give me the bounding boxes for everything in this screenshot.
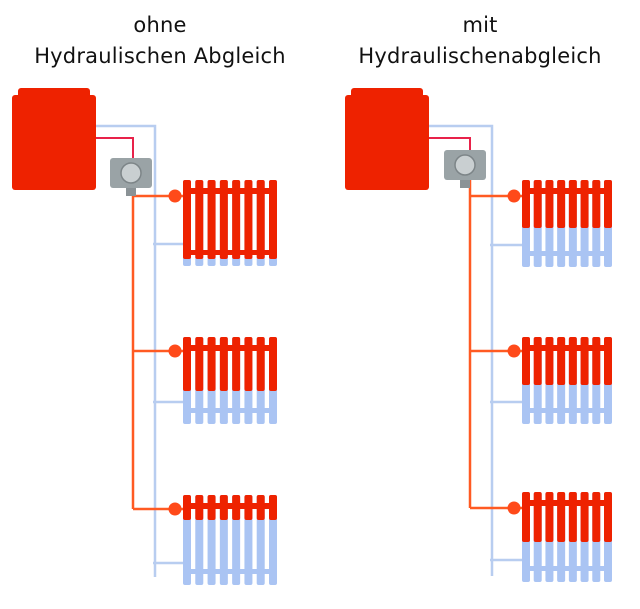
right-radiator-3-fin-hot [522, 492, 530, 542]
right-radiator-3-fin-hot [568, 492, 577, 542]
right-radiator-3 [507, 492, 612, 582]
left-radiator-3-valve [168, 502, 182, 516]
right-pump-icon [454, 154, 476, 176]
right-radiator-3-footer [522, 566, 612, 571]
left-pump-outlet [126, 188, 136, 196]
right-radiator-3-fin-hot [580, 492, 589, 542]
left-radiator-1-fin-hot [195, 180, 204, 259]
left-radiator-3-header [183, 503, 277, 509]
left-title-line2: Hydraulischen Abgleich [34, 44, 286, 68]
left-title: ohne Hydraulischen Abgleich [0, 10, 320, 72]
right-radiator-2-fin-hot [592, 337, 601, 385]
left-radiator-1-fin-hot [232, 180, 241, 259]
right-radiator-3-fin-hot [545, 492, 554, 542]
right-radiator-2-fin-hot [533, 337, 542, 385]
left-radiator-1-valve [168, 189, 182, 203]
left-radiator-2 [168, 337, 277, 424]
right-title-line1: mit [462, 13, 498, 37]
left-radiator-1-fin-hot [183, 180, 191, 259]
right-boiler-outlet-pipe [429, 137, 471, 150]
right-radiator-2-valve [507, 344, 521, 358]
right-radiator-3-fin-hot [604, 492, 612, 542]
right-radiator-2-fin-hot [604, 337, 612, 385]
right-radiator-1-fin-hot [568, 180, 577, 228]
right-radiator-1-fin-hot [522, 180, 530, 228]
right-return-pipe [429, 124, 494, 576]
right-radiator-1-fin-hot [545, 180, 554, 228]
right-radiator-3-valve [507, 501, 521, 515]
left-radiator-1-fin-hot [269, 180, 277, 259]
right-radiator-1-fin-hot [592, 180, 601, 228]
left-radiator-2-header [183, 345, 277, 351]
right-radiator-1-fin-hot [580, 180, 589, 228]
left-boiler [12, 95, 96, 190]
left-circuit [12, 88, 277, 585]
left-radiator-1-header [183, 188, 277, 194]
left-radiator-1-fin-hot [244, 180, 253, 259]
left-radiator-1-footer [183, 250, 277, 255]
left-radiator-1-fin-hot [219, 180, 228, 259]
left-pump-icon [120, 162, 142, 184]
right-radiator-3-fin-hot [592, 492, 601, 542]
right-radiator-2-header [522, 345, 612, 351]
left-title-line1: ohne [133, 13, 187, 37]
right-radiator-2-fin-hot [545, 337, 554, 385]
right-radiator-3-fin-hot [557, 492, 566, 542]
right-radiator-2-footer [522, 408, 612, 413]
right-title-line2: Hydraulischenabgleich [358, 44, 602, 68]
left-radiator-3-footer [183, 569, 277, 574]
right-circuit [345, 88, 612, 582]
left-radiator-3 [168, 495, 277, 585]
right-radiator-1-header [522, 188, 612, 194]
right-title: mit Hydraulischenabgleich [320, 10, 640, 72]
right-radiator-2-fin-hot [522, 337, 530, 385]
right-radiator-1 [507, 180, 612, 267]
left-radiator-1-fin-hot [256, 180, 265, 259]
right-pump-outlet [460, 180, 470, 188]
left-radiator-2-footer [183, 408, 277, 413]
right-radiator-2-fin-hot [557, 337, 566, 385]
right-radiator-2-fin-hot [580, 337, 589, 385]
left-return-pipe [96, 124, 157, 577]
right-boiler [345, 95, 429, 190]
right-radiator-1-footer [522, 251, 612, 256]
right-radiator-2 [507, 337, 612, 424]
right-radiator-3-fin-hot [533, 492, 542, 542]
right-radiator-3-header [522, 500, 612, 506]
right-radiator-1-fin-hot [557, 180, 566, 228]
left-radiator-1 [168, 180, 277, 266]
left-radiator-1-fin-hot [207, 180, 216, 259]
left-boiler-outlet-pipe [96, 137, 134, 158]
right-radiator-1-valve [507, 189, 521, 203]
left-radiator-2-valve [168, 344, 182, 358]
right-radiator-1-fin-hot [604, 180, 612, 228]
right-radiator-1-fin-hot [533, 180, 542, 228]
right-radiator-2-fin-hot [568, 337, 577, 385]
